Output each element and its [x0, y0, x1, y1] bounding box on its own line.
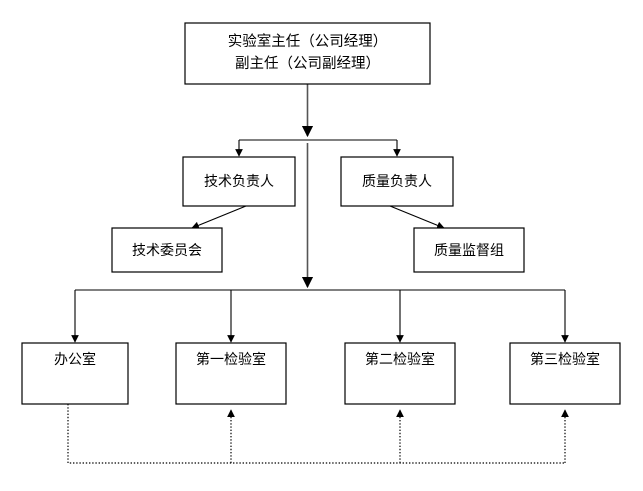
node-technical-committee[interactable]: 技术委员会 [111, 227, 223, 273]
edge-technical-lead-to-committee [191, 205, 247, 229]
edge-office-dotted-bus [67, 404, 569, 464]
node-technical-lead-label: 技术负责人 [204, 174, 274, 190]
node-director-box[interactable] [184, 22, 431, 85]
node-office[interactable]: 办公室 [21, 342, 129, 405]
node-technical-committee-label: 技术委员会 [132, 243, 202, 259]
node-office-label: 办公室 [54, 351, 96, 368]
node-quality-supervision-group-box[interactable] [413, 227, 525, 273]
node-technical-lead[interactable]: 技术负责人 [182, 156, 296, 207]
node-quality-lead-label: 质量负责人 [362, 174, 432, 190]
node-lab-one[interactable]: 第一检验室 [175, 342, 287, 405]
node-technical-committee-box[interactable] [111, 227, 223, 273]
node-quality-supervision-group[interactable]: 质量监督组 [413, 227, 525, 273]
edge-quality-lead-to-supervision [389, 205, 445, 229]
node-lab-two-box[interactable] [344, 342, 456, 405]
node-lab-three-label: 第三检验室 [530, 351, 600, 368]
node-lab-three-box[interactable] [509, 342, 621, 405]
node-director[interactable]: 实验室主任（公司经理） 副主任（公司副经理） [184, 22, 431, 85]
node-quality-lead[interactable]: 质量负责人 [340, 156, 454, 207]
node-lab-one-box[interactable] [175, 342, 287, 405]
node-director-line2: 副主任（公司副经理） [235, 55, 380, 72]
node-quality-lead-box[interactable] [340, 156, 454, 207]
node-office-box[interactable] [21, 342, 129, 405]
node-director-line1: 实验室主任（公司经理） [228, 33, 388, 50]
node-technical-lead-box[interactable] [182, 156, 296, 207]
edge-level4-bus [71, 289, 569, 343]
node-quality-supervision-group-label: 质量监督组 [434, 243, 504, 259]
node-lab-two-label: 第二检验室 [365, 351, 435, 368]
node-lab-two[interactable]: 第二检验室 [344, 342, 456, 405]
node-lab-one-label: 第一检验室 [196, 351, 266, 368]
edge-level2-bus [235, 139, 401, 157]
node-lab-three[interactable]: 第三检验室 [509, 342, 621, 405]
